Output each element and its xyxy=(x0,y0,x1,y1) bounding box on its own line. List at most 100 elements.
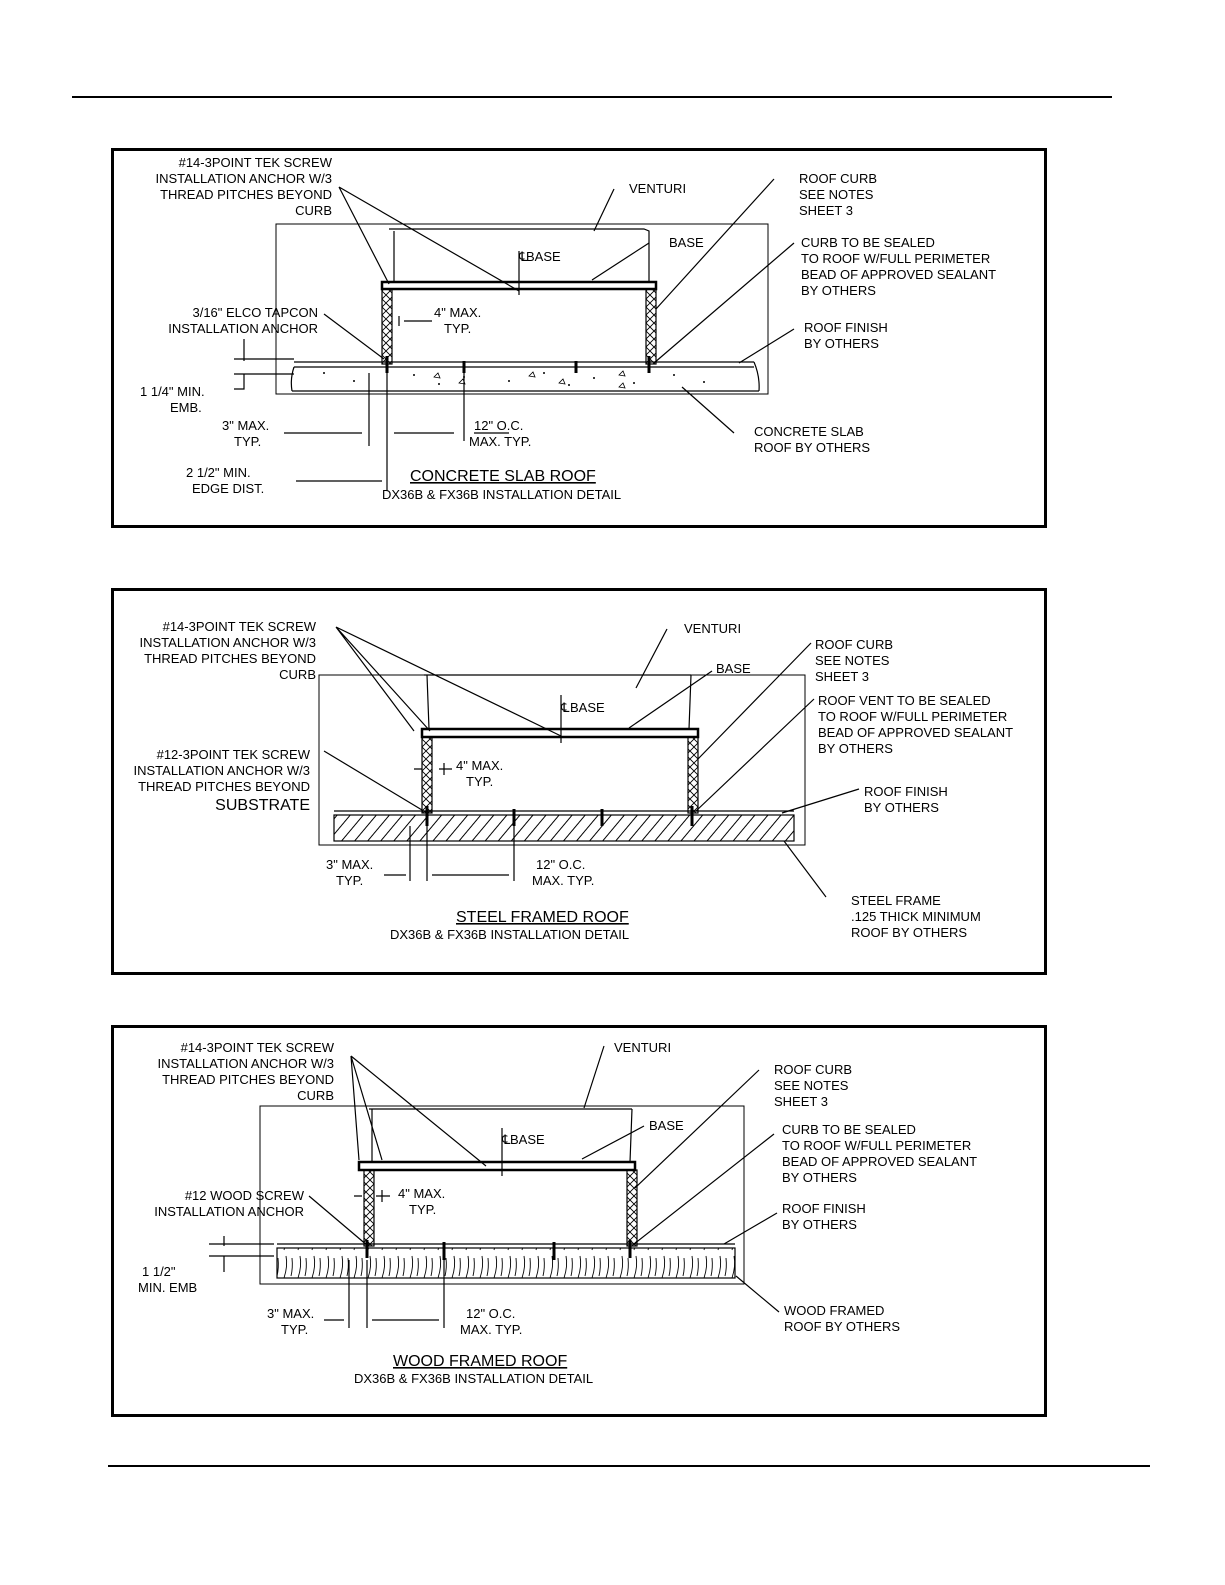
edge-label-2: EDGE DIST. xyxy=(192,481,264,496)
dim-12in-label-1: 12" O.C. xyxy=(466,1306,515,1321)
sealed-leader xyxy=(633,1133,775,1245)
screw-leader xyxy=(335,626,562,737)
screw-leader xyxy=(338,186,520,292)
finish-label-1: ROOF FINISH xyxy=(782,1201,866,1216)
base-leader xyxy=(581,1125,645,1160)
roof-label-2: ROOF BY OTHERS xyxy=(754,440,870,455)
sealed-leader xyxy=(653,242,795,364)
unit-outline xyxy=(275,223,769,395)
venturi-leader xyxy=(583,1045,605,1109)
base-plate xyxy=(357,1160,637,1172)
wood-frame xyxy=(276,1247,736,1279)
screw-label-3: THREAD PITCHES BEYOND xyxy=(162,1072,334,1087)
roof-leader xyxy=(735,1275,780,1313)
anchor-label-2: INSTALLATION ANCHOR W/3 xyxy=(134,763,311,778)
anchor-label-1: 3/16" ELCO TAPCON xyxy=(192,305,318,320)
dim-lines xyxy=(384,826,515,881)
cl-base-label: BASE xyxy=(570,700,605,715)
dim-4in-label-1: 4" MAX. xyxy=(456,758,503,773)
roof-label-3: ROOF BY OTHERS xyxy=(851,925,967,940)
detail-subtitle: DX36B & FX36B INSTALLATION DETAIL xyxy=(390,927,629,942)
header-rule xyxy=(72,96,1112,98)
screw-label-3: THREAD PITCHES BEYOND xyxy=(160,187,332,202)
concrete-aggregate xyxy=(323,370,705,389)
detail-title: CONCRETE SLAB ROOF xyxy=(410,468,596,485)
curb-label-1: ROOF CURB xyxy=(799,171,877,186)
curb-label-1: ROOF CURB xyxy=(774,1062,852,1077)
roof-label-2: ROOF BY OTHERS xyxy=(784,1319,900,1334)
cl-base-label: BASE xyxy=(526,249,561,264)
dim-3in-label-1: 3" MAX. xyxy=(222,418,269,433)
finish-label-2: BY OTHERS xyxy=(864,800,939,815)
sealed-label-1: CURB TO BE SEALED xyxy=(801,235,935,250)
roof-curb-left xyxy=(363,1169,375,1247)
roof-label-1: CONCRETE SLAB xyxy=(754,424,864,439)
emb-label-1: 1 1/2" xyxy=(142,1264,176,1279)
concrete-slab-drawing: #14-3POINT TEK SCREW INSTALLATION ANCHOR… xyxy=(140,155,996,502)
sealed-label-2: TO ROOF W/FULL PERIMETER xyxy=(818,709,1007,724)
base-leader xyxy=(591,242,650,281)
dim-4in xyxy=(354,1190,390,1202)
wood-framed-drawing: #14-3POINT TEK SCREW INSTALLATION ANCHOR… xyxy=(138,1040,977,1386)
sealed-label-1: CURB TO BE SEALED xyxy=(782,1122,916,1137)
screw-leader xyxy=(350,1055,487,1167)
curb-label-2: SEE NOTES xyxy=(774,1078,849,1093)
dim-lines xyxy=(284,373,509,491)
dim-4in xyxy=(398,316,432,326)
screw-label-3: THREAD PITCHES BEYOND xyxy=(144,651,316,666)
base-plate xyxy=(420,727,700,739)
roof-label-1: STEEL FRAME xyxy=(851,893,941,908)
anchor-label-3: THREAD PITCHES BEYOND xyxy=(138,779,310,794)
emb-label-2: EMB. xyxy=(170,400,202,415)
dim-12in-label-2: MAX. TYP. xyxy=(532,873,594,888)
centerline-symbol: ℄ xyxy=(560,700,570,715)
sealed-label-3: BEAD OF APPROVED SEALANT xyxy=(801,267,996,282)
wood-framed-detail: #14-3POINT TEK SCREW INSTALLATION ANCHOR… xyxy=(111,1025,1047,1417)
finish-leader xyxy=(738,328,795,364)
curb-label-3: SHEET 3 xyxy=(774,1094,828,1109)
finish-label-1: ROOF FINISH xyxy=(864,784,948,799)
dim-4in-label-1: 4" MAX. xyxy=(434,305,481,320)
sealed-label-3: BEAD OF APPROVED SEALANT xyxy=(782,1154,977,1169)
dim-3in-label-1: 3" MAX. xyxy=(267,1306,314,1321)
base-label: BASE xyxy=(649,1118,684,1133)
roof-curb-left xyxy=(421,736,433,814)
curb-label-3: SHEET 3 xyxy=(799,203,853,218)
sealed-label-2: TO ROOF W/FULL PERIMETER xyxy=(782,1138,971,1153)
base-label: BASE xyxy=(669,235,704,250)
detail-title: WOOD FRAMED ROOF xyxy=(393,1353,567,1370)
venturi-shape xyxy=(389,228,650,282)
emb-label-2: MIN. EMB xyxy=(138,1280,197,1295)
centerline-symbol: ℄ xyxy=(501,1132,511,1147)
curb-leader xyxy=(697,642,812,760)
sealed-label-2: TO ROOF W/FULL PERIMETER xyxy=(801,251,990,266)
dim-12in-label-1: 12" O.C. xyxy=(536,857,585,872)
roof-label-1: WOOD FRAMED xyxy=(784,1303,884,1318)
centerline-symbol: ℄ xyxy=(518,249,528,264)
curb-leader xyxy=(634,1069,760,1189)
dim-3in-label-2: TYP. xyxy=(336,873,363,888)
dim-3in-label-1: 3" MAX. xyxy=(326,857,373,872)
dim-emb xyxy=(209,1236,274,1272)
dim-4in-label-2: TYP. xyxy=(466,774,493,789)
detail-subtitle: DX36B & FX36B INSTALLATION DETAIL xyxy=(382,487,621,502)
dim-lines xyxy=(324,1260,445,1328)
venturi-label: VENTURI xyxy=(614,1040,671,1055)
unit-outline xyxy=(259,1105,745,1285)
roof-leader xyxy=(681,386,735,434)
venturi-shape xyxy=(369,1108,633,1163)
anchor-leader xyxy=(308,1195,369,1247)
finish-label-2: BY OTHERS xyxy=(804,336,879,351)
finish-leader xyxy=(723,1212,778,1245)
anchor-leader xyxy=(323,750,428,814)
screw-label-4: CURB xyxy=(279,667,316,682)
venturi-leader xyxy=(635,628,668,689)
dim-3in-label-2: TYP. xyxy=(281,1322,308,1337)
sealed-label-4: BY OTHERS xyxy=(782,1170,857,1185)
screw-label-1: #14-3POINT TEK SCREW xyxy=(163,619,317,634)
dim-12in-label-1: 12" O.C. xyxy=(474,418,523,433)
anchor-label-2: INSTALLATION ANCHOR xyxy=(168,321,318,336)
steel-framed-detail: #14-3POINT TEK SCREW INSTALLATION ANCHOR… xyxy=(111,588,1047,975)
screw-label-4: CURB xyxy=(297,1088,334,1103)
anchor-label-4: SUBSTRATE xyxy=(215,797,310,814)
